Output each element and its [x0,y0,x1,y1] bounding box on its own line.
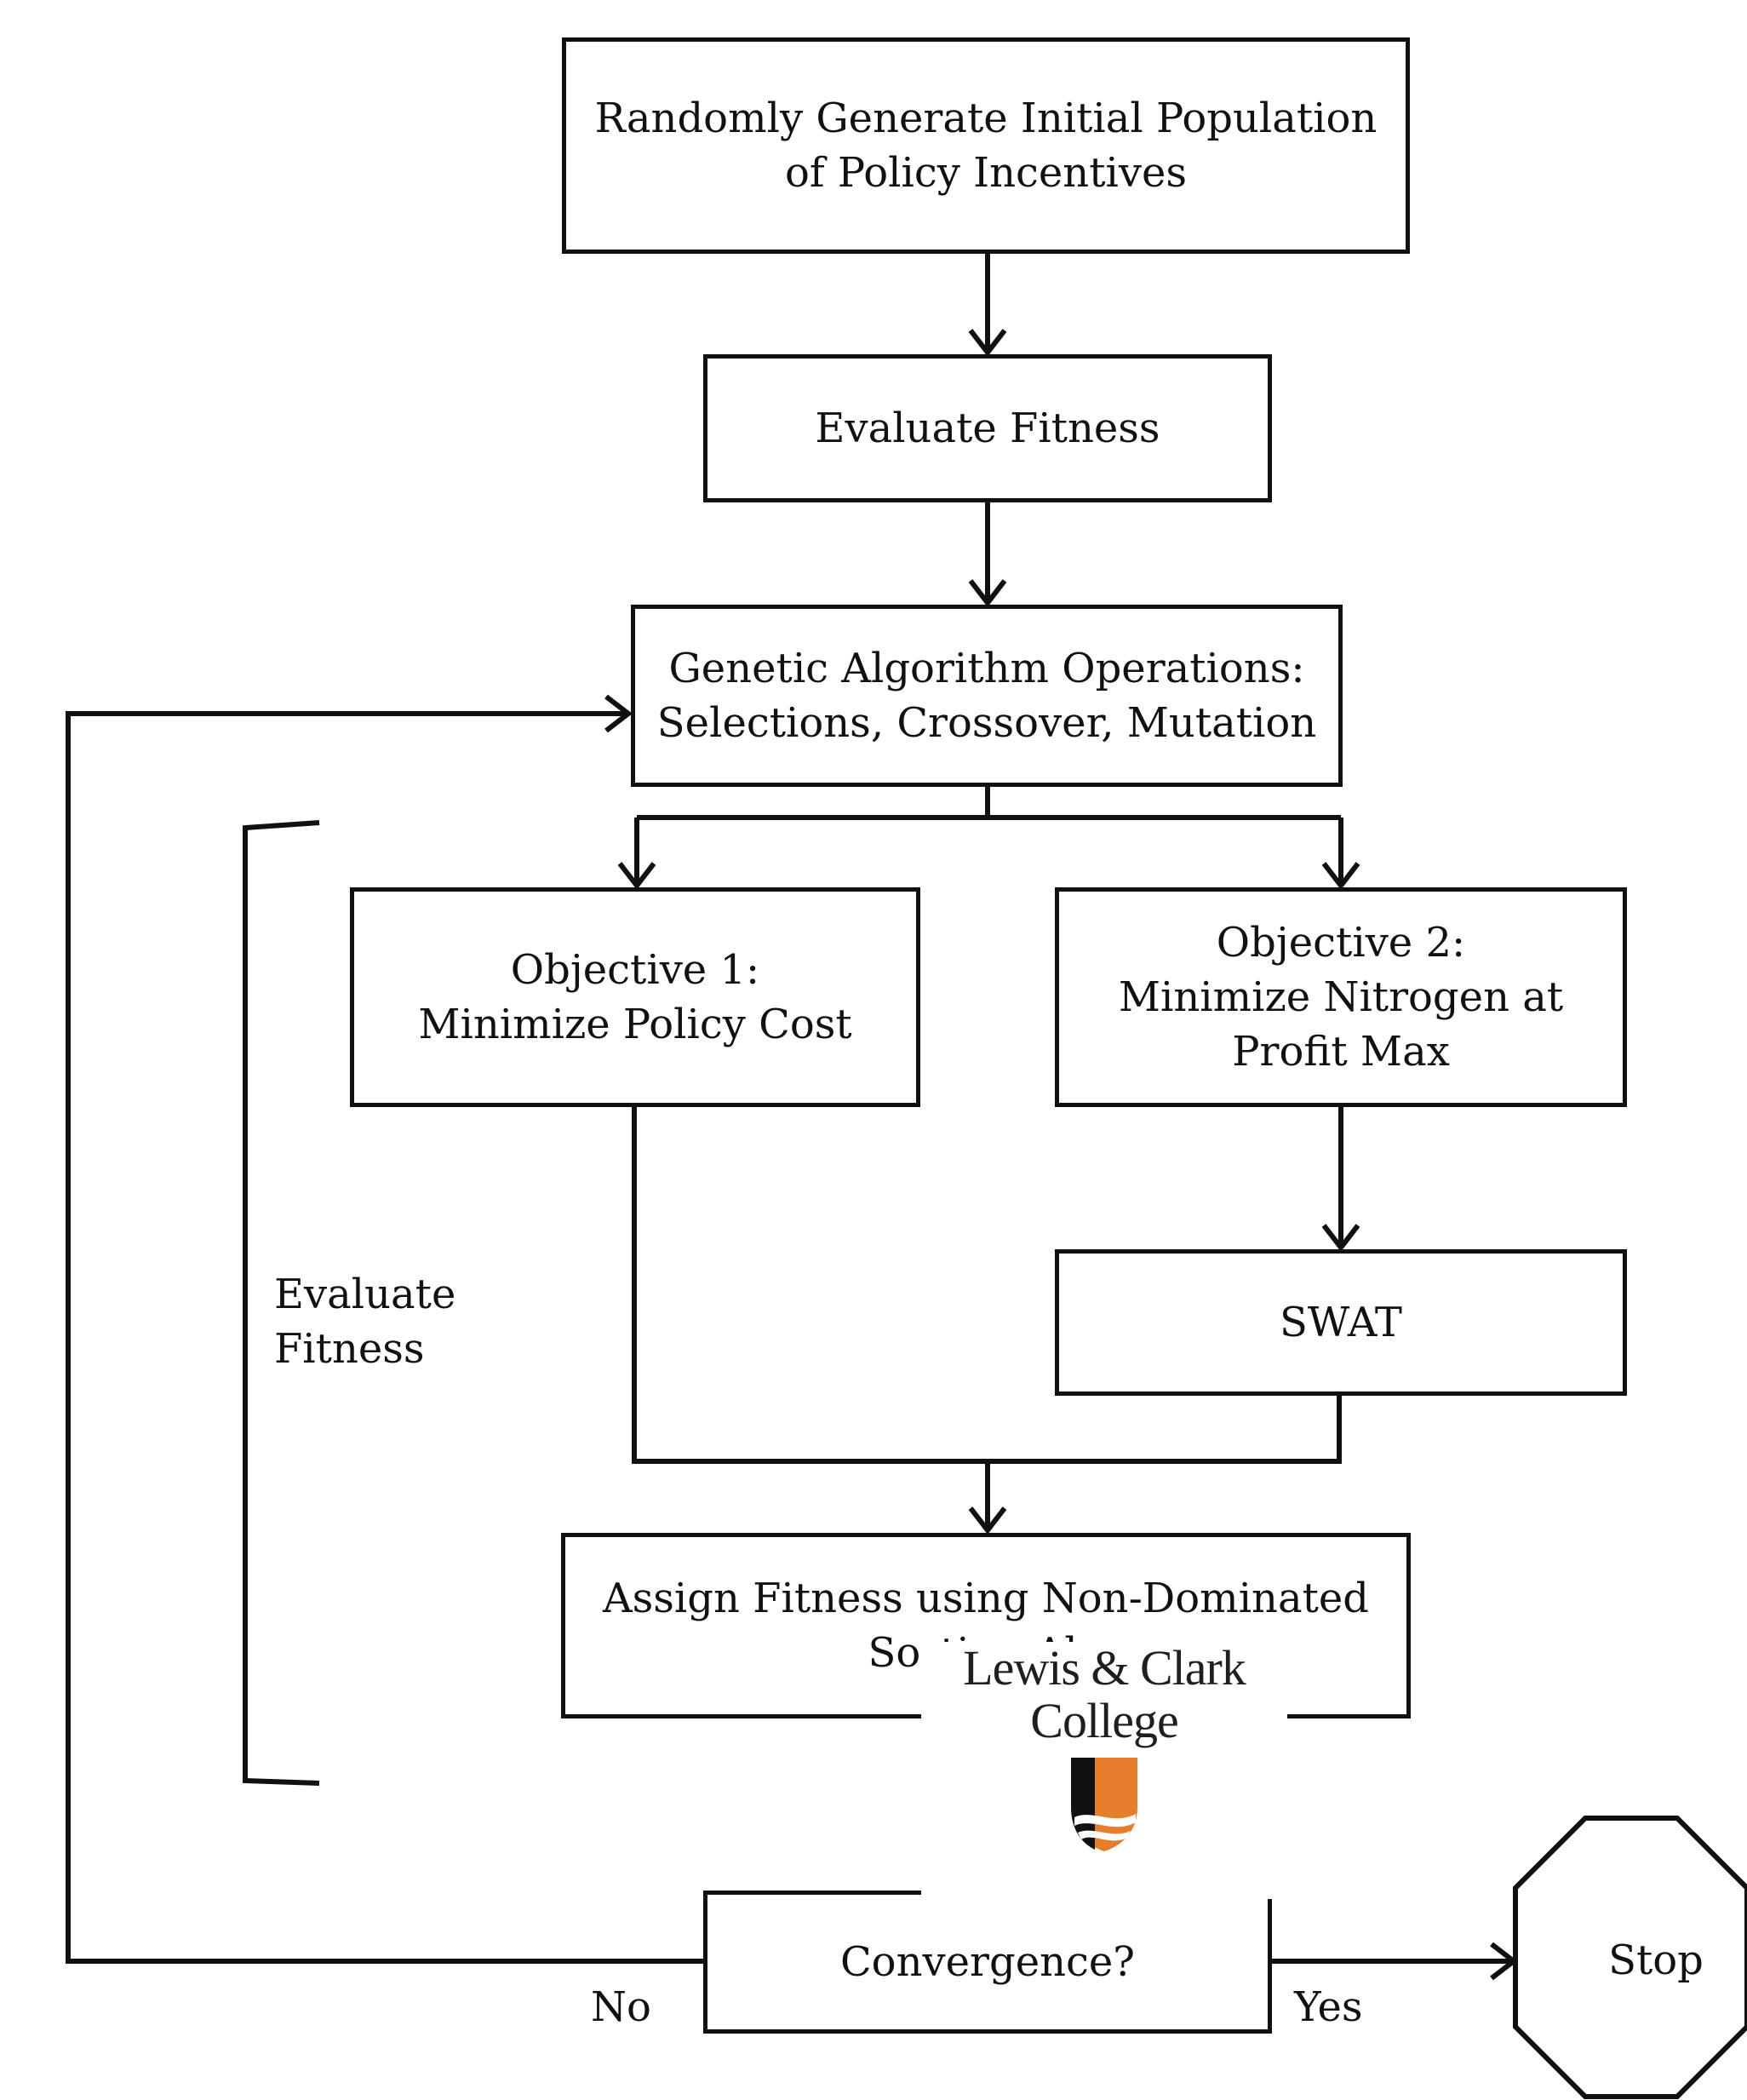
stop-octagon [1513,1816,1747,2099]
logo-line-2: College [1030,1693,1178,1748]
edge-label-yes: Yes [1294,1983,1363,2031]
convergence-text: Convergence? [839,1938,1136,1986]
ga-operations-box: Genetic Algorithm Operations: Selections… [631,605,1343,787]
logo-line-1: Lewis & Clark [963,1640,1246,1695]
swat-box: SWAT [1055,1249,1627,1396]
init-population-text: Randomly Generate Initial Population of … [594,95,1378,197]
objective-1-text: Objective 1: Minimize Policy Cost [418,946,852,1048]
swat-text: SWAT [1280,1299,1402,1346]
ga-operations-text: Genetic Algorithm Operations: Selections… [656,645,1317,747]
evaluate-fitness-bracket-label: Evaluate Fitness [274,1271,456,1373]
objective-1-box: Objective 1: Minimize Policy Cost [350,887,920,1107]
evaluate-fitness-text: Evaluate Fitness [815,405,1160,452]
objective-2-text: Objective 2: Minimize Nitrogen at Profit… [1118,919,1564,1076]
edge-label-no: No [591,1983,651,2031]
evaluate-fitness-bracket [243,820,320,1786]
init-population-box: Randomly Generate Initial Population of … [562,37,1410,254]
evaluate-fitness-box: Evaluate Fitness [703,354,1272,502]
stop-text: Stop [1608,1936,1704,1984]
lewis-clark-college-logo: Lewis & Clark College [921,1642,1287,1899]
convergence-box: Convergence? [703,1891,1272,2034]
connector-no-loop [66,711,705,1964]
logo-shield-icon [1071,1758,1137,1851]
objective-2-box: Objective 2: Minimize Nitrogen at Profit… [1055,887,1627,1107]
